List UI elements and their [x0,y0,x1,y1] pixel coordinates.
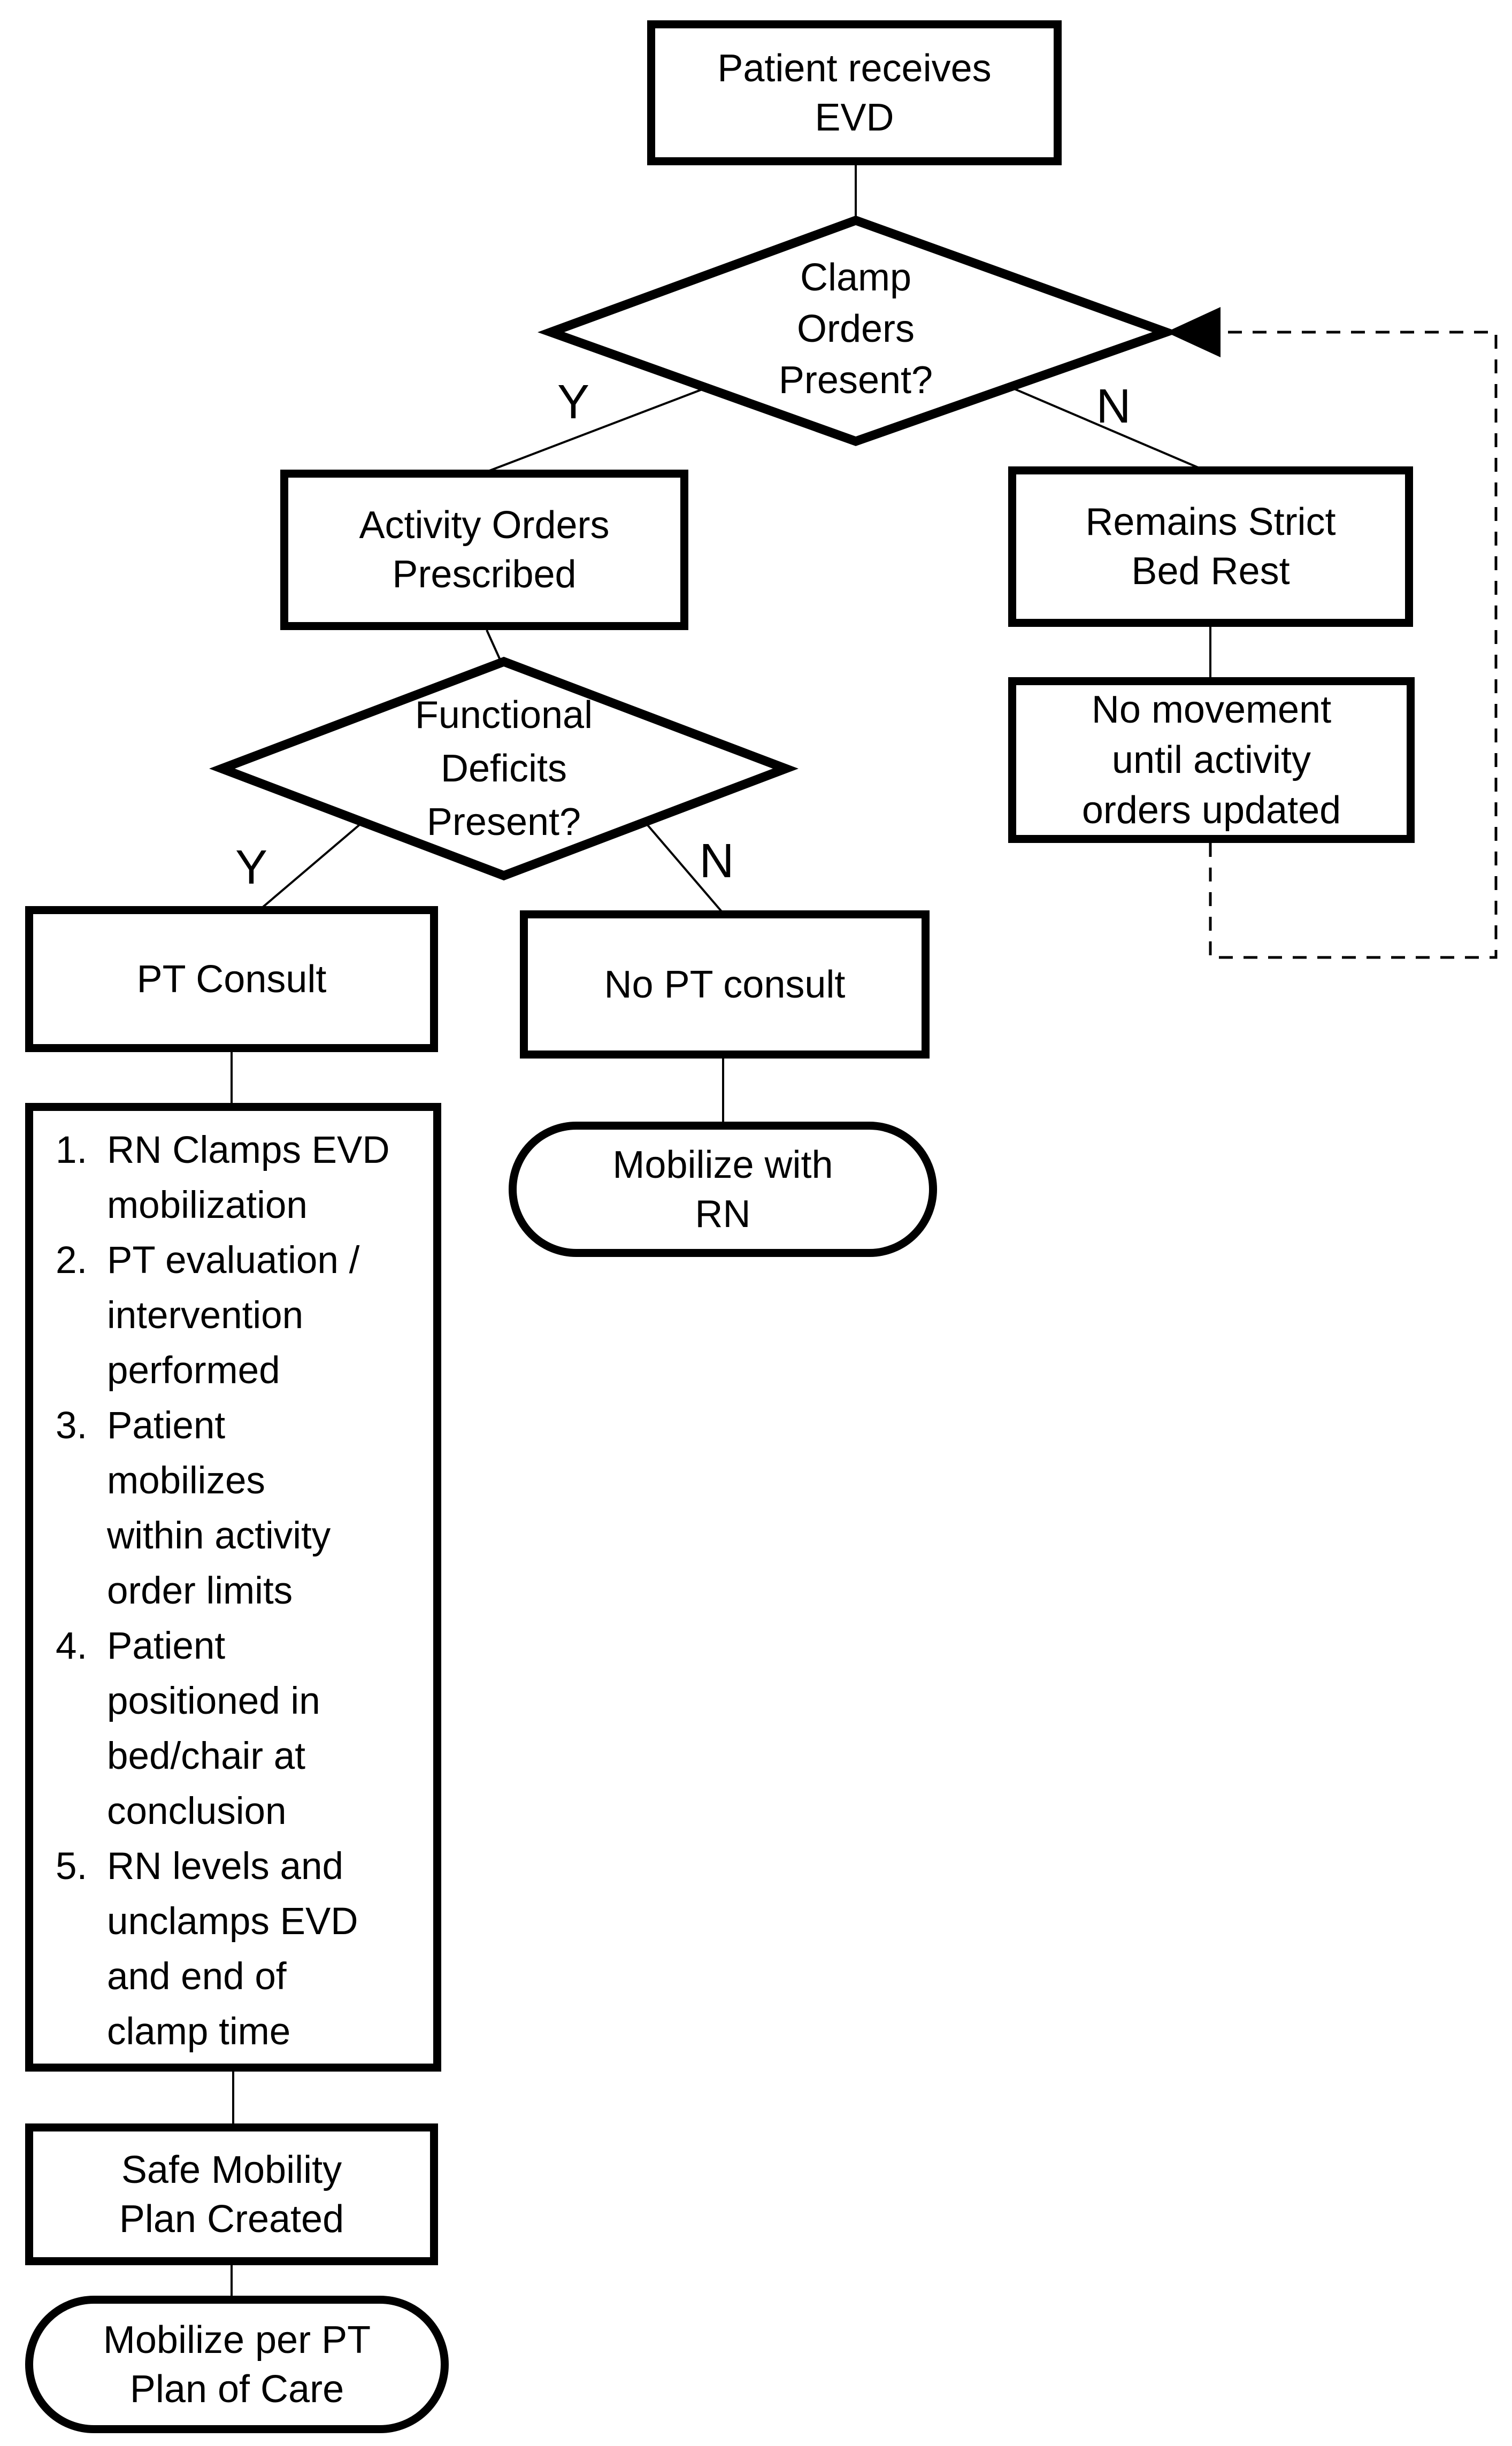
step-item-5: 5. RN levels and unclamps EVD and end of… [56,1839,425,2059]
step-5-text: RN levels and unclamps EVD and end of cl… [107,1845,358,2053]
edge-clamp-yes-to-activity-orders [489,387,705,472]
step-3-number: 3. [56,1405,88,1447]
safe-mobility-line2: Plan Created [119,2197,344,2241]
deficits-decision-line2: Deficits [440,747,567,790]
node-remains-strict-bed-rest: Remains Strict Bed Rest [1008,466,1413,627]
no-movement-line3: orders updated [1081,789,1341,832]
step-item-4: 4. Patient positioned in bed/chair at co… [56,1619,425,1839]
label-deficits-yes: Y [235,841,268,894]
no-pt-consult-label: No PT consult [604,963,846,1006]
edge-deficits-yes-to-pt-consult [261,821,364,909]
step-item-2: 2. PT evaluation / intervention performe… [56,1233,425,1398]
node-start-line2: EVD [815,96,894,139]
node-safe-mobility-plan-created: Safe Mobility Plan Created [25,2123,438,2265]
label-clamp-no: N [1096,380,1131,433]
label-clamp-yes: Y [557,375,590,429]
mobilize-pt-line2: Plan of Care [129,2367,344,2411]
terminal-mobilize-per-pt-plan: Mobilize per PT Plan of Care [25,2296,449,2433]
node-activity-orders-prescribed: Activity Orders Prescribed [280,470,688,630]
node-start-patient-receives-evd: Patient receives EVD [647,20,1062,165]
decision-clamp-orders-label: Clamp Orders Present? [695,243,1016,415]
bed-rest-line2: Bed Rest [1131,550,1290,593]
node-start-line1: Patient receives [717,47,992,90]
safe-mobility-line1: Safe Mobility [121,2148,342,2191]
clamp-decision-line2: Orders [796,308,915,350]
edge-activity-orders-to-deficits-decision [486,630,503,664]
deficits-decision-line1: Functional [415,694,593,737]
step-4-number: 4. [56,1625,88,1667]
no-movement-line2: until activity [1111,739,1311,781]
clamp-decision-line1: Clamp [800,256,912,299]
node-no-pt-consult: No PT consult [520,910,930,1059]
edge-clamp-no-to-bed-rest [1012,387,1199,469]
step-4-text: Patient positioned in bed/chair at concl… [107,1625,320,1832]
step-2-number: 2. [56,1239,88,1282]
label-deficits-no: N [699,834,734,888]
step-5-number: 5. [56,1845,88,1888]
deficits-decision-line3: Present? [426,801,581,844]
activity-orders-line1: Activity Orders [359,504,610,547]
terminal-mobilize-with-rn: Mobilize with RN [509,1122,937,1257]
node-pt-consult: PT Consult [25,906,438,1052]
step-item-1: 1. RN Clamps EVD mobilization [56,1123,425,1233]
mobilize-pt-line1: Mobilize per PT [103,2318,371,2361]
decision-functional-deficits-shape [209,656,799,881]
decision-clamp-orders-shape [538,215,1180,447]
node-no-movement-until-orders-updated: No movement until activity orders update… [1008,677,1415,843]
step-1-text: RN Clamps EVD mobilization [107,1129,390,1226]
bed-rest-line1: Remains Strict [1085,501,1336,543]
activity-orders-line2: Prescribed [392,553,577,596]
step-2-text: PT evaluation / intervention performed [107,1239,360,1392]
mobilize-rn-line1: Mobilize with [612,1143,833,1186]
decision-functional-deficits-label: Functional Deficits Present? [343,688,664,849]
pt-consult-label: PT Consult [136,957,327,1001]
feedback-arrowhead-icon [1166,307,1221,357]
clamp-decision-line3: Present? [778,359,933,402]
mobilize-rn-line2: RN [695,1192,751,1236]
no-movement-line1: No movement [1091,688,1332,731]
node-clamp-mobilization-steps: 1. RN Clamps EVD mobilization 2. PT eval… [25,1103,441,2072]
edge-deficits-no-to-no-pt-consult [644,821,723,913]
step-1-number: 1. [56,1129,88,1171]
edge-no-movement-feedback-dashed [1209,331,1498,959]
step-item-3: 3. Patient mobilizes within activity ord… [56,1398,425,1619]
step-3-text: Patient mobilizes within activity order … [107,1405,331,1612]
